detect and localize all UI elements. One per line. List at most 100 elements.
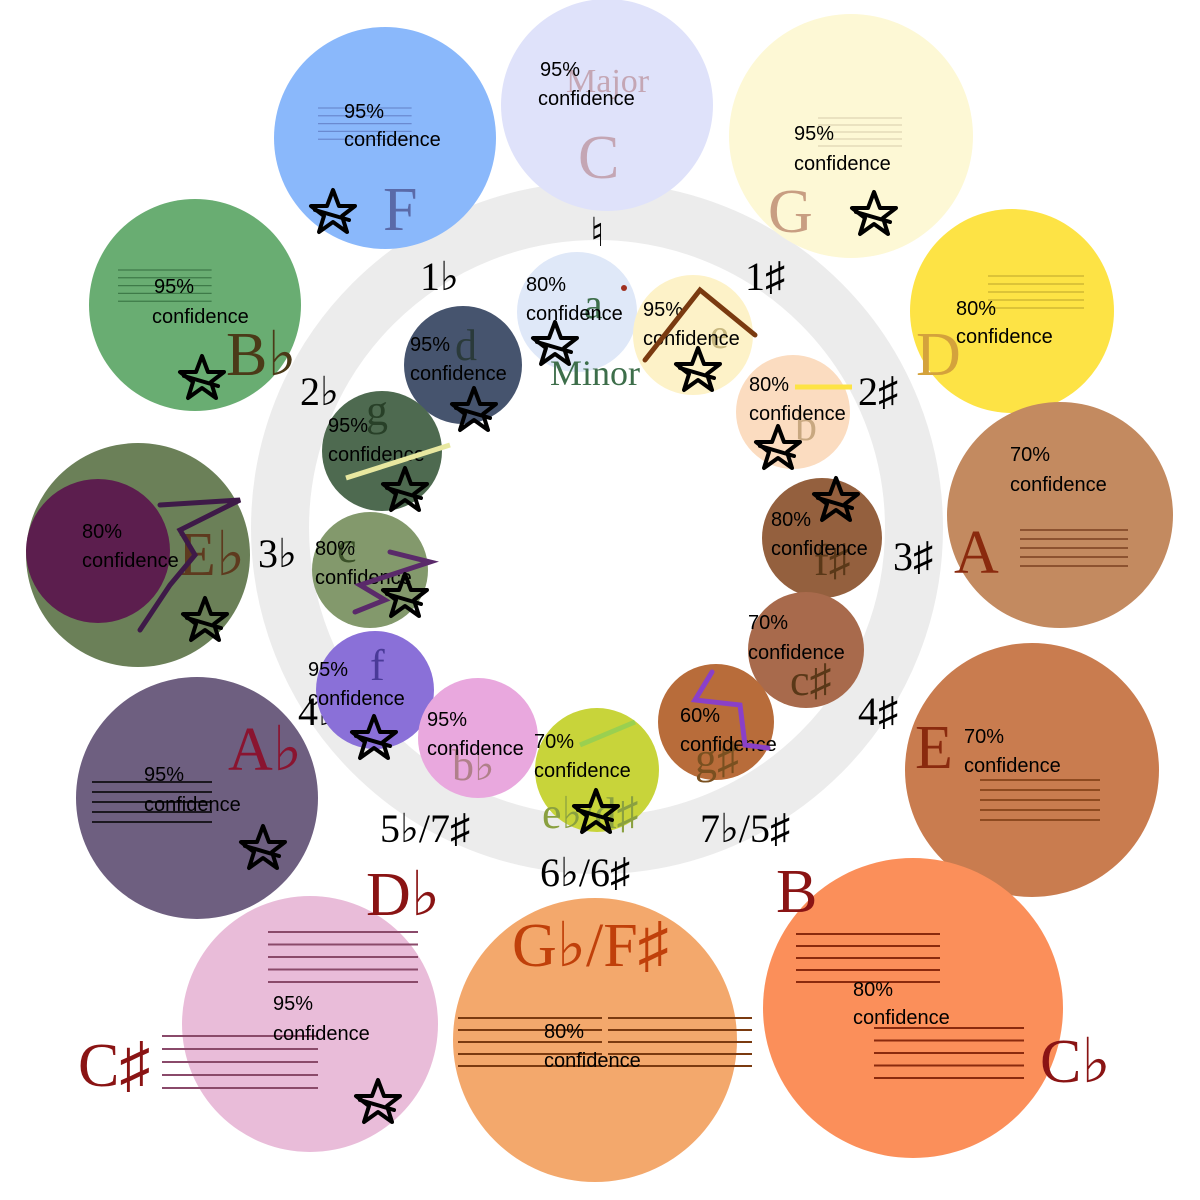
ring-label-1sharp: 1♯: [745, 254, 785, 299]
minor-key-e[interactable]: e 95% confidence: [633, 275, 758, 395]
major-key-A[interactable]: A 70% confidence: [947, 402, 1173, 628]
confidence-percent: 80%: [956, 298, 996, 320]
key-label: b: [795, 401, 817, 450]
confidence-percent: 95%: [144, 764, 184, 786]
minor-key-bb[interactable]: b♭ 95% confidence: [418, 678, 538, 798]
key-label: c♯: [790, 656, 832, 705]
key-label: f♯: [814, 536, 851, 585]
minor-key-a[interactable]: a 80% confidence: [517, 252, 637, 372]
confidence-percent: 80%: [544, 1021, 584, 1043]
confidence-percent: 70%: [964, 726, 1004, 748]
key-label: d: [455, 321, 477, 370]
confidence-percent: 95%: [794, 123, 834, 145]
key-label: C♯: [78, 1032, 150, 1100]
key-label: c: [337, 523, 357, 572]
key-label: g♯: [695, 734, 739, 783]
confidence-percent: 95%: [540, 59, 580, 81]
ring-label-1flat: 1♭: [420, 254, 459, 299]
key-label: G: [768, 178, 813, 246]
scribble-mark: [642, 286, 758, 363]
key-label: A: [954, 519, 999, 587]
confidence-percent: 95%: [643, 299, 683, 321]
confidence-percent: 70%: [534, 731, 574, 753]
ring-label-7flat5sharp: 7♭/5♯: [700, 806, 790, 851]
marker-dot: [621, 285, 627, 291]
major-key-Db-Cs[interactable]: D♭ C♯ 95% confidence: [78, 861, 440, 1152]
confidence-percent: 95%: [344, 101, 384, 123]
ring-label-2sharp: 2♯: [858, 369, 898, 414]
key-label: B♭: [226, 321, 297, 389]
confidence-percent: 70%: [1010, 444, 1050, 466]
major-key-G[interactable]: G 95% confidence: [729, 14, 973, 258]
key-signature-ring: [251, 182, 943, 874]
major-key-D[interactable]: D 80% confidence: [910, 209, 1114, 413]
major-key-F[interactable]: F 95% confidence: [274, 27, 496, 249]
major-key-C[interactable]: Major C 95% confidence: [501, 0, 713, 211]
confidence-label: confidence: [144, 794, 241, 816]
confidence-label: confidence: [427, 738, 524, 760]
minor-key-cs[interactable]: c♯ 70% confidence: [748, 592, 864, 708]
key-label: b♭: [452, 741, 495, 790]
major-label: Major: [566, 63, 650, 100]
ring-label-2flat: 2♭: [300, 369, 339, 414]
confidence-percent: 95%: [154, 276, 194, 298]
major-key-E[interactable]: E 70% confidence: [905, 643, 1159, 897]
confidence-label: confidence: [152, 306, 249, 328]
scribble-mark: [352, 549, 440, 615]
minor-key-fs[interactable]: f♯ 80% confidence: [762, 476, 882, 598]
confidence-label: confidence: [794, 153, 891, 175]
ring-label-3flat: 3♭: [258, 531, 297, 576]
major-key-Eb[interactable]: E♭ 80% confidence: [26, 443, 250, 667]
confidence-percent: 80%: [82, 521, 122, 543]
highlight-overlay: [26, 479, 170, 623]
key-label: D♭: [366, 861, 440, 929]
highlight-stroke: [345, 442, 451, 481]
confidence-label: confidence: [544, 1050, 641, 1072]
confidence-label: confidence: [344, 129, 441, 151]
key-label: C: [578, 124, 619, 192]
confidence-percent: 95%: [273, 993, 313, 1015]
key-label: f: [370, 641, 385, 690]
ring-label-4sharp: 4♯: [858, 689, 898, 734]
scribble-mark: [137, 497, 242, 633]
minor-key-gs[interactable]: g♯ 60% confidence: [658, 664, 777, 783]
key-label: a: [584, 282, 603, 328]
key-label: F: [383, 176, 417, 244]
confidence-label: confidence: [749, 403, 846, 425]
confidence-label: confidence: [273, 1023, 370, 1045]
key-label: C♭: [1040, 1028, 1111, 1096]
confidence-label: confidence: [534, 760, 631, 782]
key-label: E♭: [178, 521, 245, 589]
confidence-label: confidence: [1010, 474, 1107, 496]
confidence-label: confidence: [680, 734, 777, 756]
confidence-label: confidence: [538, 88, 635, 110]
confidence-label: confidence: [410, 363, 507, 385]
minor-key-d[interactable]: d 95% confidence: [404, 306, 522, 432]
minor-key-c[interactable]: c 80% confidence: [312, 512, 440, 628]
major-key-Gb-Fs[interactable]: G♭/F♯ 80% confidence: [453, 898, 753, 1182]
minor-key-g[interactable]: g 95% confidence: [322, 386, 451, 512]
key-label: B: [776, 858, 817, 926]
minor-key-b[interactable]: b 80% confidence: [736, 355, 852, 470]
minor-label: Minor: [550, 353, 640, 393]
confidence-percent: 95%: [410, 334, 450, 356]
confidence-percent: 80%: [315, 538, 355, 560]
key-label: A♭: [228, 716, 302, 784]
confidence-percent: 80%: [526, 274, 566, 296]
confidence-percent: 95%: [328, 415, 368, 437]
confidence-percent: 80%: [749, 374, 789, 396]
confidence-label: confidence: [748, 642, 845, 664]
major-key-Bb[interactable]: B♭ 95% confidence: [89, 199, 301, 411]
confidence-label: confidence: [526, 303, 623, 325]
key-label: e: [710, 312, 729, 358]
natural-sign: ♮: [590, 210, 604, 255]
highlight-stroke: [579, 719, 636, 748]
confidence-percent: 80%: [771, 509, 811, 531]
key-label: E: [915, 714, 953, 782]
minor-key-ebds[interactable]: e♭/d♯ 70% confidence: [534, 708, 659, 838]
major-key-B-Cb[interactable]: B C♭ 80% confidence: [763, 858, 1111, 1158]
confidence-label: confidence: [956, 326, 1053, 348]
major-key-Ab[interactable]: A♭ 95% confidence: [76, 677, 318, 919]
minor-key-f[interactable]: f 95% confidence: [308, 631, 434, 760]
